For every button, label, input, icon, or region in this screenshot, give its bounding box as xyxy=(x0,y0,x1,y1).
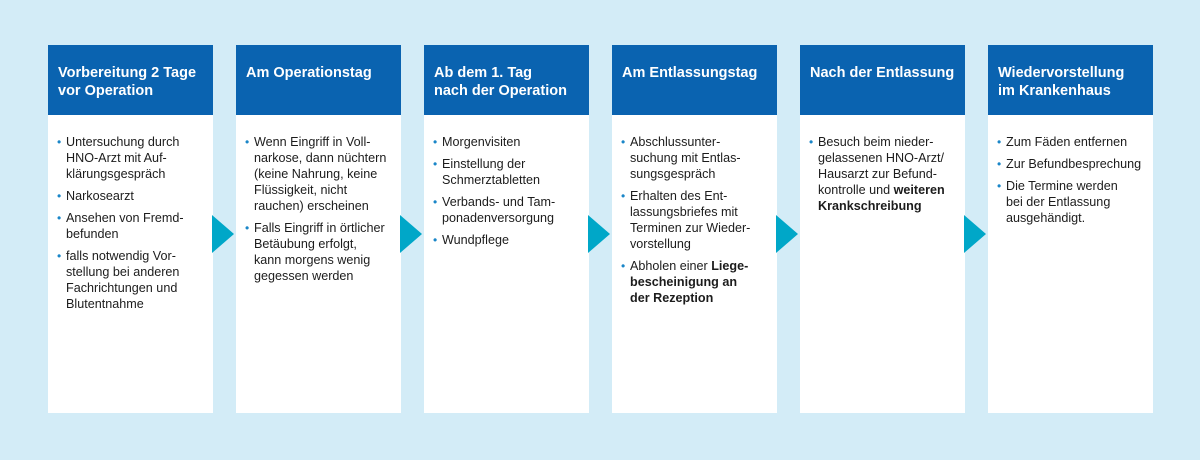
stage-item-bold-text: Liege- bescheinigung an der Rezeption xyxy=(630,259,749,305)
stage-item-text: falls notwendig Vor- stellung bei andere… xyxy=(66,249,180,311)
stage-item: • Abholen einer Liege- bescheinigung an d… xyxy=(621,258,773,306)
stage-title: Ab dem 1. Tag nach der Operation xyxy=(434,65,567,99)
stage-item-text: Morgenvisiten xyxy=(442,135,521,149)
stage-item-text: Abschlussunter- suchung mit Entlas- sung… xyxy=(630,135,741,181)
bullet-icon: • xyxy=(621,259,626,273)
stage-card: Wiedervorstellung im Krankenhaus • Zum Fä… xyxy=(988,45,1153,413)
bullet-icon: • xyxy=(433,233,438,247)
arrow-right-icon xyxy=(776,215,798,253)
stage-item: • Untersuchung durch HNO-Arzt mit Auf- kl… xyxy=(57,134,209,182)
stage-item-text: Wundpflege xyxy=(442,233,509,247)
stage-item-text: Narkosearzt xyxy=(66,189,134,203)
bullet-icon: • xyxy=(433,157,438,171)
arrow-right-icon xyxy=(212,215,234,253)
stage-item-text: Zur Befundbesprechung xyxy=(1006,157,1142,171)
stage-header: Wiedervorstellung im Krankenhaus xyxy=(988,45,1153,115)
bullet-icon: • xyxy=(809,135,814,149)
bullet-icon: • xyxy=(997,179,1002,193)
stage-item-list: • Wenn Eingriff in Voll- narkose, dann nü… xyxy=(245,134,397,290)
stage-card: Ab dem 1. Tag nach der Operation • Morgen… xyxy=(424,45,589,413)
bullet-icon: • xyxy=(621,189,626,203)
stage-item-list: • Morgenvisiten • Einstellung der Schmerzta… xyxy=(433,134,585,254)
stage-title: Wiedervorstellung im Krankenhaus xyxy=(998,65,1125,99)
stage-title: Am Entlassungstag xyxy=(622,65,758,81)
stage-item-text: Zum Fäden entfernen xyxy=(1006,135,1128,149)
stage-item-text: Ansehen von Fremd- befunden xyxy=(66,211,184,241)
stage-header: Nach der Entlassung xyxy=(800,45,965,115)
bullet-icon: • xyxy=(57,211,62,225)
stage-title: Nach der Entlassung xyxy=(810,65,955,81)
stage-title: Am Operationstag xyxy=(246,65,372,81)
stage-item-text: Untersuchung durch HNO-Arzt mit Auf- klä… xyxy=(66,135,180,181)
stage-item-list: • Untersuchung durch HNO-Arzt mit Auf- kl… xyxy=(57,134,209,318)
bullet-icon: • xyxy=(57,135,62,149)
stage-item: • Morgenvisiten xyxy=(433,134,585,150)
stage-item-text: Die Termine werden bei der Entlassung au… xyxy=(1006,179,1118,225)
bullet-icon: • xyxy=(997,135,1002,149)
stage-title: Vorbereitung 2 Tage vor Operation xyxy=(58,65,197,99)
stage-item: • Falls Eingriff in örtlicher Betäubung e… xyxy=(245,220,397,284)
stage-item: • Narkosearzt xyxy=(57,188,209,204)
stage-item-text: Falls Eingriff in örtlicher Betäubung er… xyxy=(254,221,385,283)
bullet-icon: • xyxy=(433,135,438,149)
bullet-icon: • xyxy=(57,189,62,203)
stage-item-list: • Abschlussunter- suchung mit Entlas- sun… xyxy=(621,134,773,312)
stage-item-text: Abholen einer xyxy=(630,259,712,273)
bullet-icon: • xyxy=(245,221,250,235)
bullet-icon: • xyxy=(57,249,62,263)
stage-item: • Verbands- und Tam- ponadenversorgung xyxy=(433,194,585,226)
stage-item-list: • Besuch beim nieder- gelassenen HNO-Arzt… xyxy=(809,134,961,220)
stage-item: • Besuch beim nieder- gelassenen HNO-Arzt… xyxy=(809,134,961,214)
stage-item: • Ansehen von Fremd- befunden xyxy=(57,210,209,242)
stage-item: • Die Termine werden bei der Entlassung a… xyxy=(997,178,1149,226)
stage-item: • Wundpflege xyxy=(433,232,585,248)
arrow-right-icon xyxy=(588,215,610,253)
stage-item: • Wenn Eingriff in Voll- narkose, dann nü… xyxy=(245,134,397,214)
stage-item: • Zum Fäden entfernen xyxy=(997,134,1149,150)
stage-item: • Zur Befundbesprechung xyxy=(997,156,1149,172)
stage-item-list: • Zum Fäden entfernen • Zur Befundbesprechu… xyxy=(997,134,1149,232)
bullet-icon: • xyxy=(245,135,250,149)
stage-item: • Erhalten des Ent- lassungsbriefes mit T… xyxy=(621,188,773,252)
stage-card: Am Entlassungstag • Abschlussunter- suchu… xyxy=(612,45,777,413)
stage-header: Am Operationstag xyxy=(236,45,401,115)
stage-item: • Abschlussunter- suchung mit Entlas- sun… xyxy=(621,134,773,182)
stage-item-text: Erhalten des Ent- lassungsbriefes mit Te… xyxy=(630,189,751,251)
stage-item: • falls notwendig Vor- stellung bei ander… xyxy=(57,248,209,312)
arrow-right-icon xyxy=(400,215,422,253)
stage-item-bold-text: weiteren Krankschreibung xyxy=(818,183,945,213)
stage-item-text: Wenn Eingriff in Voll- narkose, dann nüc… xyxy=(254,135,387,213)
stage-card: Am Operationstag • Wenn Eingriff in Voll-… xyxy=(236,45,401,413)
stage-card: Nach der Entlassung • Besuch beim nieder-… xyxy=(800,45,965,413)
stage-header: Am Entlassungstag xyxy=(612,45,777,115)
stage-header: Vorbereitung 2 Tage vor Operation xyxy=(48,45,213,115)
stage-item: • Einstellung der Schmerztabletten xyxy=(433,156,585,188)
stage-header: Ab dem 1. Tag nach der Operation xyxy=(424,45,589,115)
bullet-icon: • xyxy=(997,157,1002,171)
stage-card: Vorbereitung 2 Tage vor Operation • Unter… xyxy=(48,45,213,413)
stage-item-text: Einstellung der Schmerztabletten xyxy=(442,157,541,187)
bullet-icon: • xyxy=(621,135,626,149)
stage-item-text: Verbands- und Tam- ponadenversorgung xyxy=(442,195,556,225)
stage-item-text: Besuch beim nieder- gelassenen HNO-Arzt/… xyxy=(818,135,944,197)
bullet-icon: • xyxy=(433,195,438,209)
arrow-right-icon xyxy=(964,215,986,253)
